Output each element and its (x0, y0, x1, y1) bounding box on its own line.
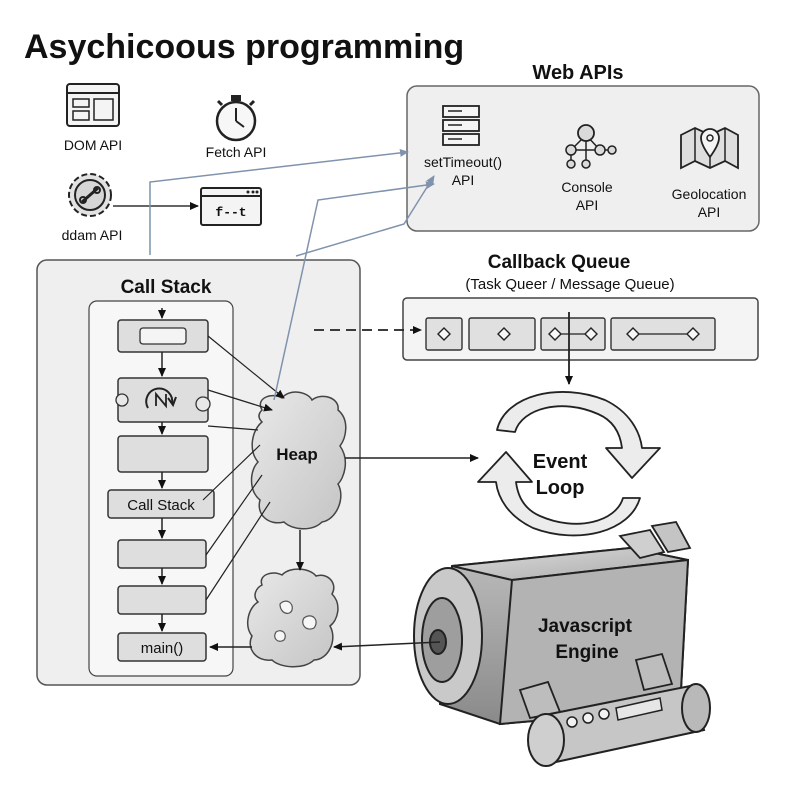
ddam-api-label: ddam API (62, 227, 123, 243)
stopwatch-icon (215, 95, 257, 142)
settimeout-label-1: setTimeout() (424, 154, 502, 170)
server-stack-icon (442, 105, 480, 146)
engine-label-2: Engine (555, 642, 618, 663)
event-loop-label-2: Loop (536, 477, 585, 499)
web-apis-panel (406, 85, 760, 232)
stack-frame-6 (117, 585, 207, 615)
callback-queue-subtitle: (Task Queer / Message Queue) (465, 276, 674, 293)
stack-frame-main (117, 632, 207, 662)
dom-api-label: DOM API (64, 137, 122, 153)
stack-frame-call-stack (107, 489, 215, 519)
gear-link-icon (68, 173, 112, 217)
heap-label: Heap (276, 445, 318, 464)
geolocation-label-2: API (698, 204, 721, 220)
engine-to-main-arrow (333, 641, 441, 651)
console-label-2: API (576, 197, 599, 213)
event-loop-arrows (477, 391, 661, 537)
map-pin-icon (680, 126, 739, 170)
stack-frame-3 (117, 435, 209, 473)
terminal-window-icon (200, 187, 262, 226)
geolocation-label-1: Geolocation (672, 186, 747, 202)
memory-blob (246, 568, 339, 668)
stack-frame-async (115, 377, 211, 423)
stack-to-heap-arrows (202, 335, 285, 601)
page-title: Asychicoous programming (24, 28, 464, 66)
main-frame-label: main() (141, 640, 184, 657)
call-stack-title: Call Stack (121, 277, 212, 298)
dom-window-icon (66, 83, 120, 127)
fetch-api-label: Fetch API (206, 144, 267, 160)
console-label-1: Console (561, 179, 613, 195)
stack-frame-5 (117, 539, 207, 569)
queue-diamonds (437, 327, 700, 341)
call-stack-frame-label: Call Stack (127, 497, 195, 514)
engine-illustration (413, 521, 711, 767)
web-api-arrows (149, 148, 435, 401)
terminal-glyph: f--t (215, 205, 246, 220)
callback-queue-title: Callback Queue (488, 252, 631, 273)
heap-blob (250, 391, 347, 530)
memory-blob-holes (274, 600, 317, 642)
network-nodes-icon (565, 124, 617, 169)
settimeout-label-2: API (452, 172, 475, 188)
web-apis-title: Web APIs (532, 62, 623, 84)
engine-label-1: Javascript (538, 616, 633, 637)
event-loop-label-1: Event (533, 451, 588, 473)
call-stack-column (88, 300, 234, 677)
